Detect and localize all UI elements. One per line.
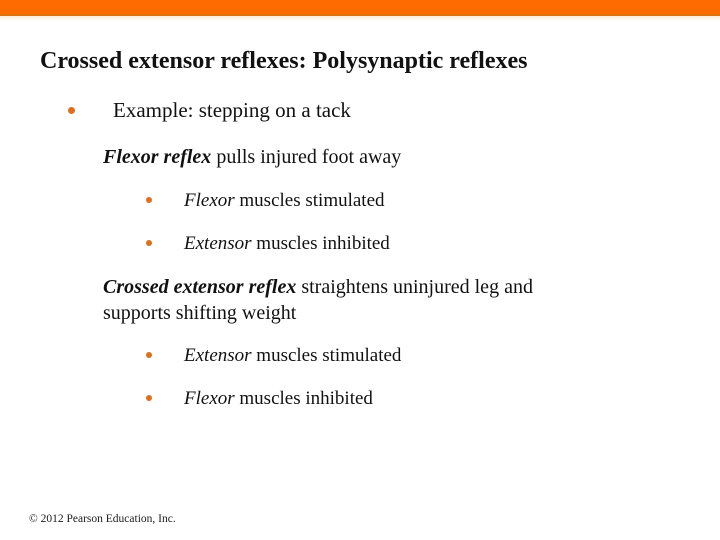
copyright-notice: © 2012 Pearson Education, Inc.	[29, 513, 176, 525]
sub-bullet-flexor-inhibited-emphasis: Flexor	[184, 388, 235, 409]
bullet-item-example: Example: stepping on a tack	[113, 98, 351, 122]
sub-bullet-extensor-stimulated-rest: muscles stimulated	[251, 345, 402, 366]
bullet-icon	[146, 197, 152, 203]
sub-bullet-flexor-inhibited: Flexor muscles inhibited	[184, 387, 373, 410]
sub-bullet-flexor-inhibited-rest: muscles inhibited	[234, 388, 373, 409]
title-emphasis: Crossed extensor reflexes:	[40, 48, 307, 74]
accent-bar-edge	[0, 14, 720, 16]
title-rest: Polysynaptic reflexes	[306, 48, 528, 74]
accent-bar	[0, 0, 720, 14]
para-flexor-reflex: Flexor reflex pulls injured foot away	[103, 144, 401, 170]
bullet-icon	[68, 107, 75, 114]
bullet-icon	[146, 395, 152, 401]
sub-bullet-extensor-stimulated: Extensor muscles stimulated	[184, 344, 401, 367]
sub-bullet-extensor-inhibited: Extensor muscles inhibited	[184, 232, 390, 255]
bullet-item-example-text: Example: stepping on a tack	[113, 98, 351, 122]
para-flexor-reflex-rest: pulls injured foot away	[211, 146, 402, 168]
bullet-icon	[146, 240, 152, 246]
sub-bullet-extensor-inhibited-emphasis: Extensor	[184, 233, 252, 254]
sub-bullet-extensor-stimulated-emphasis: Extensor	[184, 345, 252, 366]
para-flexor-reflex-emphasis: Flexor reflex	[103, 146, 212, 168]
slide-title: Crossed extensor reflexes: Polysynaptic …	[40, 46, 527, 76]
bullet-icon	[146, 352, 152, 358]
sub-bullet-extensor-inhibited-rest: muscles inhibited	[251, 233, 390, 254]
para-crossed-extensor-rest: straightens uninjured leg and supports s…	[103, 276, 533, 324]
para-crossed-extensor: Crossed extensor reflex straightens unin…	[103, 274, 595, 326]
sub-bullet-flexor-stimulated-emphasis: Flexor	[184, 190, 235, 211]
sub-bullet-flexor-stimulated-rest: muscles stimulated	[234, 190, 385, 211]
accent-bar-fade	[0, 16, 720, 21]
sub-bullet-flexor-stimulated: Flexor muscles stimulated	[184, 189, 385, 212]
para-crossed-extensor-emphasis: Crossed extensor reflex	[103, 276, 297, 298]
